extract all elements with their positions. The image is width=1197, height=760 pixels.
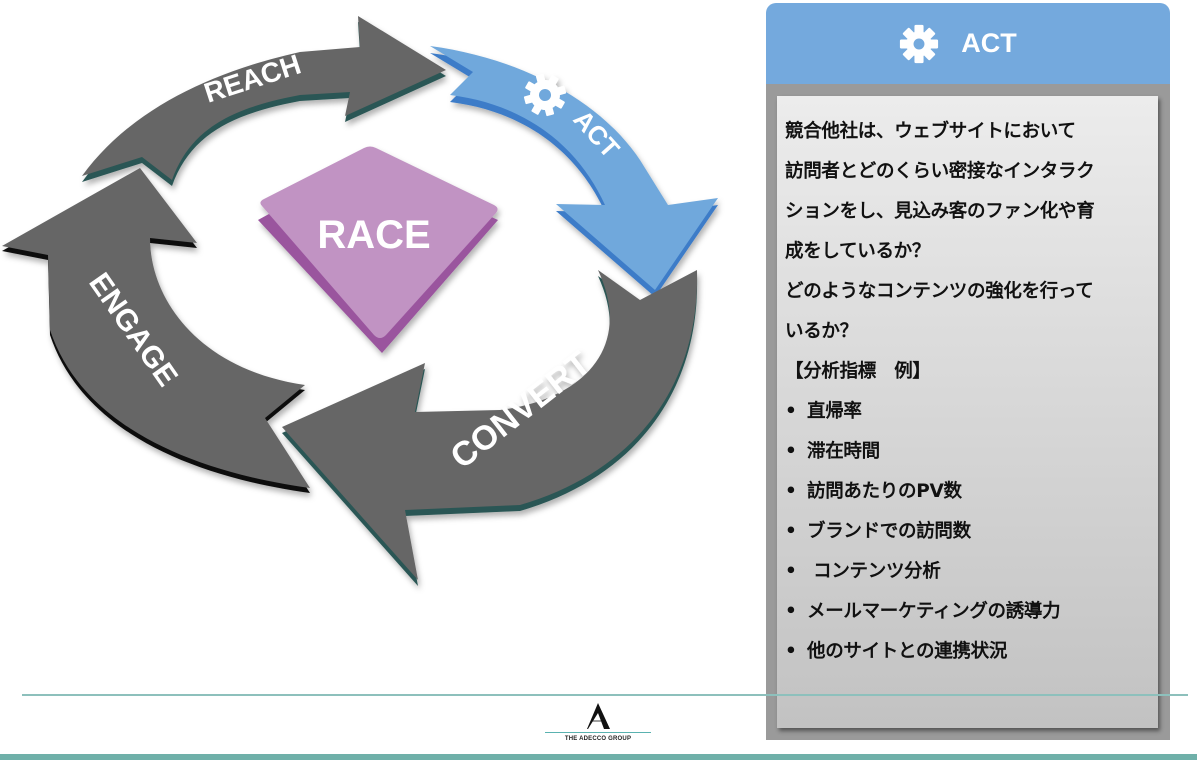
panel-text-line: 成をしているか？ xyxy=(785,241,931,262)
panel-body: 競合他社は、ウェブサイトにおいて 訪問者とどのくらい密接なインタラク ションをし… xyxy=(777,96,1158,728)
metrics-heading: 【分析指標 例】 xyxy=(785,361,931,382)
panel-text-line: 競合他社は、ウェブサイトにおいて xyxy=(785,121,1076,142)
bullet: • xyxy=(785,441,797,462)
bullet: • xyxy=(785,601,797,622)
logo-underline xyxy=(545,732,651,733)
bullet: • xyxy=(785,561,797,582)
engage-arrow-body xyxy=(2,168,310,488)
act-arrow-body xyxy=(430,46,718,290)
metric-label: コンテンツ分析 xyxy=(807,561,941,582)
gear-icon xyxy=(900,24,939,63)
metric-item: • メールマーケティングの誘導力 xyxy=(785,592,1158,632)
metric-item: • 滞在時間 xyxy=(785,432,1158,472)
gear-icon xyxy=(523,73,567,117)
metric-label: 訪問あたりのPV数 xyxy=(807,481,962,502)
metric-item: • 訪問あたりのPV数 xyxy=(785,472,1158,512)
adecco-logo: THE ADECCO GROUP xyxy=(545,702,651,742)
footer-divider xyxy=(22,694,1188,696)
reach-arrow-body xyxy=(82,16,446,180)
panel-text-line: どのようなコンテンツの強化を行って xyxy=(785,281,1094,302)
metric-item: • ブランドでの訪問数 xyxy=(785,512,1158,552)
metric-label: 直帰率 xyxy=(807,401,862,422)
panel-text-line: ションをし、見込み客のファン化や育 xyxy=(785,201,1095,222)
metric-label: ブランドでの訪問数 xyxy=(807,521,971,542)
engage-arrow[interactable]: ENGAGE xyxy=(2,168,310,493)
race-center-face xyxy=(260,146,498,338)
metric-item: • 他のサイトとの連携状況 xyxy=(785,632,1158,672)
race-center[interactable]: RACE xyxy=(258,146,498,354)
panel-header: ACT xyxy=(766,3,1170,84)
metrics-list: • 直帰率 • 滞在時間 • 訪問あたりのPV数 • ブランドでの訪問数 • コンテンツ… xyxy=(785,392,1158,672)
panel-text-line: いるか？ xyxy=(785,321,858,342)
footer-bar xyxy=(0,754,1197,760)
panel-title: ACT xyxy=(961,28,1017,58)
metric-label: メールマーケティングの誘導力 xyxy=(807,601,1061,622)
panel-text-line: 訪問者とどのくらい密接なインタラク xyxy=(785,161,1095,182)
bullet: • xyxy=(785,521,797,542)
bullet: • xyxy=(785,401,797,422)
metric-item: • 直帰率 xyxy=(785,392,1158,432)
bullet: • xyxy=(785,641,797,662)
convert-arrow-body xyxy=(282,270,698,580)
metric-label: 他のサイトとの連携状況 xyxy=(807,641,1008,662)
metric-label: 滞在時間 xyxy=(807,441,880,462)
race-label: RACE xyxy=(317,213,430,257)
convert-arrow[interactable]: CONVERT xyxy=(282,270,698,586)
act-arrow[interactable]: ACT xyxy=(430,46,718,297)
metric-item: • コンテンツ分析 xyxy=(785,552,1158,592)
race-cycle-diagram: REACH ACT CONVERT xyxy=(2,16,718,586)
adecco-a-icon xyxy=(587,703,610,729)
company-name: THE ADECCO GROUP xyxy=(564,736,632,742)
bullet: • xyxy=(785,481,797,502)
